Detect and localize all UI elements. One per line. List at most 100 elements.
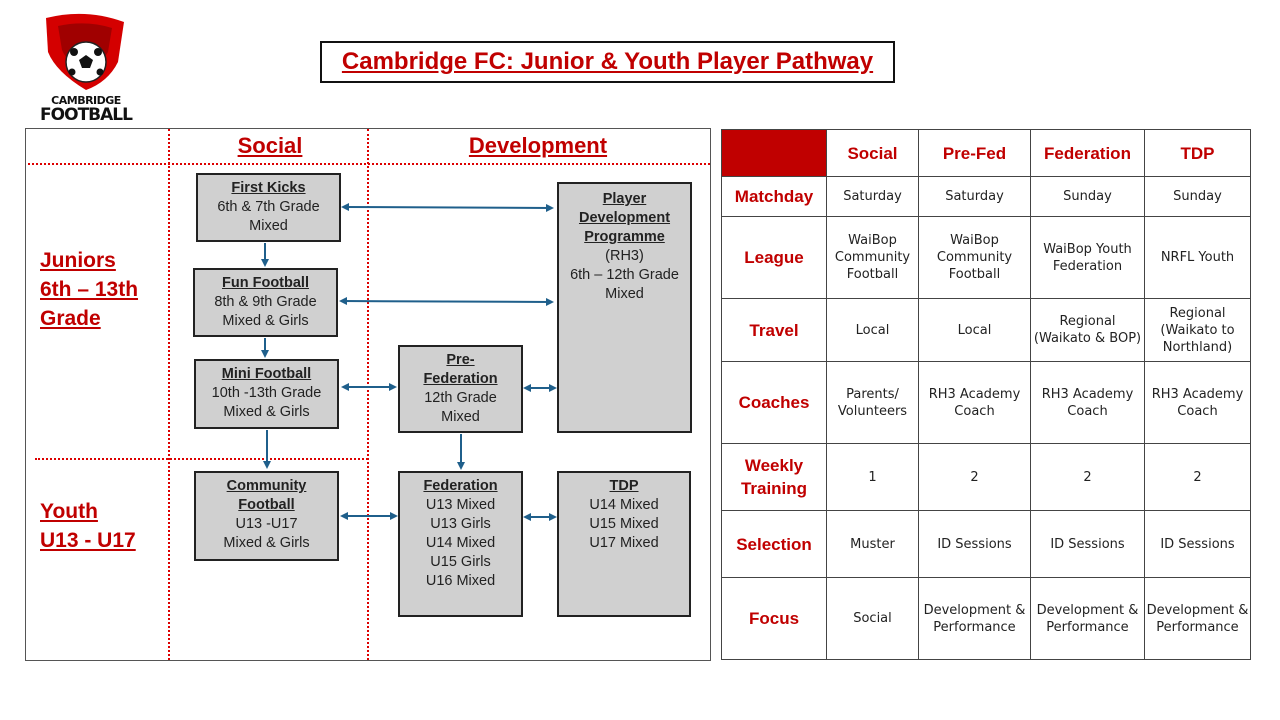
row-header: League — [721, 216, 827, 299]
table-row: Coaches Parents/ Volunteers RH3 Academy … — [721, 361, 1251, 444]
table-cell: Muster — [826, 510, 919, 578]
table-cell: ID Sessions — [1144, 510, 1251, 578]
table-header: Pre-Fed — [918, 129, 1031, 177]
box-line: U16 Mixed — [425, 573, 496, 589]
row-header: Selection — [721, 510, 827, 578]
row-divider — [35, 458, 368, 460]
box-line: U13 Mixed — [425, 497, 496, 513]
box-line: 8th & 9th Grade — [214, 294, 317, 310]
table-cell: Development & Performance — [918, 577, 1031, 660]
box-title: First Kicks — [231, 180, 306, 196]
table-cell: WaiBop Community Football — [826, 216, 919, 299]
box-line: U14 Mixed — [589, 497, 659, 513]
table-cell: 2 — [1030, 443, 1145, 511]
table-header: Social — [826, 129, 919, 177]
row-label-youth: Youth U13 - U17 — [40, 497, 136, 555]
row-label-line: Juniors — [40, 249, 116, 272]
box-federation: Federation U13 Mixed U13 Girls U14 Mixed… — [398, 471, 523, 617]
shield-ball-icon — [46, 13, 124, 90]
box-title: Community — [226, 478, 307, 494]
table-cell: RH3 Academy Coach — [1030, 361, 1145, 444]
box-title: Development — [578, 210, 671, 226]
box-first-kicks: First Kicks 6th & 7th Grade Mixed — [196, 173, 341, 242]
table-row: Weekly Training 1 2 2 2 — [721, 443, 1251, 511]
box-title: TDP — [609, 478, 639, 494]
row-label-line: 6th – 13th — [40, 278, 139, 301]
box-line: U17 Mixed — [589, 535, 659, 551]
table-row: Focus Social Development & Performance D… — [721, 577, 1251, 660]
box-line: U15 Mixed — [589, 516, 659, 532]
table-header: Federation — [1030, 129, 1145, 177]
table-cell: Development & Performance — [1030, 577, 1145, 660]
table-cell: Parents/ Volunteers — [826, 361, 919, 444]
table-cell: Regional (Waikato to Northland) — [1144, 298, 1251, 362]
table-cell: Development & Performance — [1144, 577, 1251, 660]
row-header: Focus — [721, 577, 827, 660]
table-cell: Local — [918, 298, 1031, 362]
table-cell: WaiBop Youth Federation — [1030, 216, 1145, 299]
box-line: Mixed — [249, 218, 288, 234]
row-header: Matchday — [721, 176, 827, 217]
table-cell: RH3 Academy Coach — [1144, 361, 1251, 444]
row-header: Weekly Training — [721, 443, 827, 511]
box-line: Mixed & Girls — [223, 404, 310, 420]
table-cell: ID Sessions — [1030, 510, 1145, 578]
table-header-row: Social Pre-Fed Federation TDP — [721, 129, 1251, 177]
table-row: League WaiBop Community Football WaiBop … — [721, 216, 1251, 299]
box-mini-football: Mini Football 10th -13th Grade Mixed & G… — [194, 359, 339, 429]
box-line: Mixed & Girls — [223, 535, 310, 551]
column-header-development: Development — [468, 133, 608, 158]
box-line: U13 -U17 — [235, 516, 298, 532]
box-fun-football: Fun Football 8th & 9th Grade Mixed & Gir… — [193, 268, 338, 337]
box-line: Mixed & Girls — [222, 313, 309, 329]
table-header: TDP — [1144, 129, 1251, 177]
table-cell: Local — [826, 298, 919, 362]
table-cell: Social — [826, 577, 919, 660]
box-line: 6th & 7th Grade — [217, 199, 320, 215]
table-cell: WaiBop Community Football — [918, 216, 1031, 299]
page-title-box: Cambridge FC: Junior & Youth Player Path… — [320, 41, 895, 83]
box-title: Federation — [423, 478, 498, 494]
column-header-social: Social — [237, 133, 303, 158]
row-label-line: Grade — [40, 307, 101, 330]
box-line: Mixed — [605, 286, 644, 302]
row-header: Coaches — [721, 361, 827, 444]
cambridge-football-logo: CAMBRIDGE FOOTBALL — [38, 12, 134, 125]
box-title: Football — [238, 497, 295, 513]
pathway-comparison-table: Social Pre-Fed Federation TDP Matchday S… — [721, 129, 1251, 660]
table-row: Selection Muster ID Sessions ID Sessions… — [721, 510, 1251, 578]
box-title: Federation — [423, 371, 498, 387]
box-tdp: TDP U14 Mixed U15 Mixed U17 Mixed — [557, 471, 691, 617]
box-line: Mixed — [441, 409, 480, 425]
table-corner — [721, 129, 827, 177]
box-line: 12th Grade — [424, 390, 497, 406]
box-community-football: Community Football U13 -U17 Mixed & Girl… — [194, 471, 339, 561]
table-cell: NRFL Youth — [1144, 216, 1251, 299]
table-row: Matchday Saturday Saturday Sunday Sunday — [721, 176, 1251, 217]
box-line: 10th -13th Grade — [211, 385, 322, 401]
table-cell: Saturday — [918, 176, 1031, 217]
table-cell: Sunday — [1030, 176, 1145, 217]
box-line: (RH3) — [605, 248, 644, 264]
row-label-juniors: Juniors 6th – 13th Grade — [40, 246, 138, 333]
box-pre-federation: Pre- Federation 12th Grade Mixed — [398, 345, 523, 433]
box-line: U15 Girls — [430, 554, 491, 570]
box-line: 6th – 12th Grade — [570, 267, 679, 283]
pathway-diagram-panel — [25, 128, 711, 661]
box-player-development-programme: Player Development Programme (RH3) 6th –… — [557, 182, 692, 433]
column-divider — [168, 129, 170, 660]
box-title: Mini Football — [221, 366, 312, 382]
table-cell: ID Sessions — [918, 510, 1031, 578]
table-cell: RH3 Academy Coach — [918, 361, 1031, 444]
box-title: Fun Football — [222, 275, 309, 291]
column-divider — [367, 129, 369, 660]
table-cell: 2 — [1144, 443, 1251, 511]
table-row: Travel Local Local Regional (Waikato & B… — [721, 298, 1251, 362]
table-cell: Sunday — [1144, 176, 1251, 217]
box-line: U13 Girls — [430, 516, 491, 532]
box-line: U14 Mixed — [425, 535, 496, 551]
header-divider — [28, 163, 710, 165]
table-cell: 1 — [826, 443, 919, 511]
row-label-line: U13 - U17 — [40, 529, 136, 552]
box-title: Pre- — [446, 352, 475, 368]
